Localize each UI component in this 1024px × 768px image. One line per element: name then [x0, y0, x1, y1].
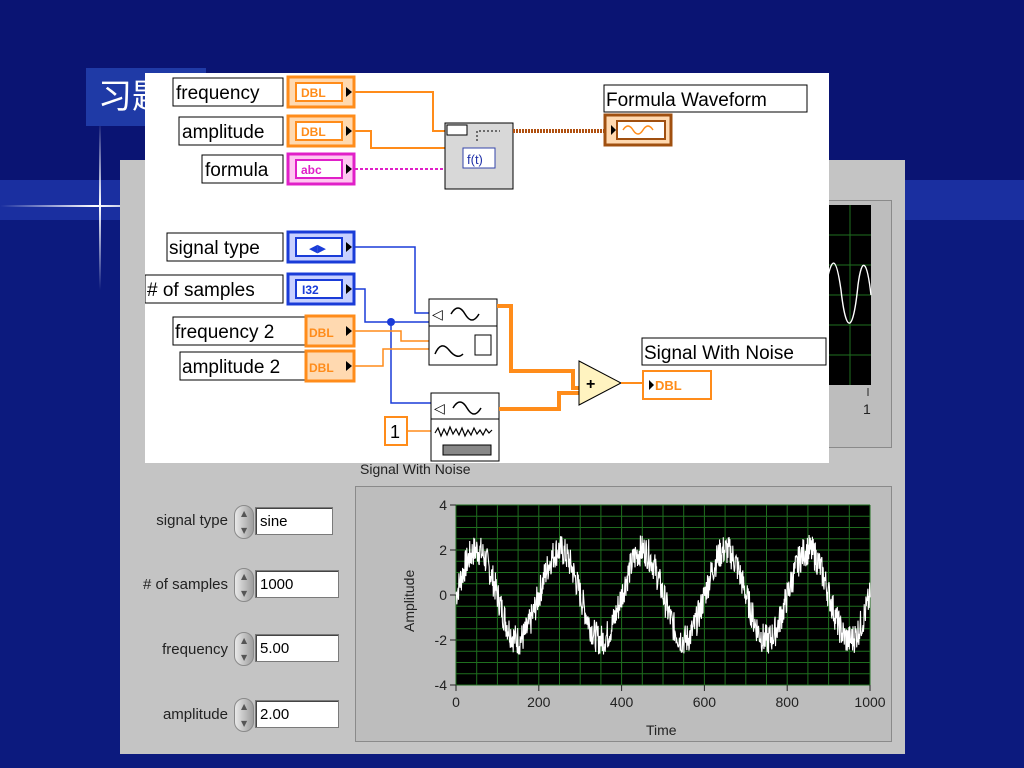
control-formula[interactable]: formula abc	[201, 152, 356, 186]
frequency-spinner[interactable]: ▲▼	[234, 632, 254, 666]
wire-amplitude	[355, 130, 445, 149]
wire-noise-out	[499, 391, 579, 411]
block-diagram: frequency DBL amplitude DBL formula abc	[145, 73, 829, 463]
svg-text:f(t): f(t)	[467, 152, 483, 167]
x-tick-label: 800	[776, 694, 800, 710]
fp-label-amplitude: amplitude	[162, 706, 228, 723]
block-diagram-canvas: frequency DBL amplitude DBL formula abc	[145, 75, 827, 462]
waveform-graph: 0 200 400 600 800 1000 4 2 0 -2 -4 Time Amplitude	[401, 497, 886, 738]
axis-ticks: 0 200 400 600 800 1000 4 2 0 -2 -4	[435, 497, 886, 710]
sine-waveform-vi[interactable]: ◁	[428, 298, 498, 366]
y-tick-label: -4	[435, 677, 448, 693]
wire-frequency-2	[355, 330, 429, 342]
control-amplitude-2[interactable]: amplitude 2 DBL	[179, 349, 356, 383]
indicator-signal-with-noise: Signal With Noise DBL	[641, 337, 827, 400]
svg-text:DBL: DBL	[301, 86, 326, 100]
wire-num-samples	[355, 288, 429, 323]
control-frequency-2[interactable]: frequency 2 DBL	[172, 314, 356, 348]
x-axis-label: Time	[646, 722, 677, 738]
amplitude-spinner[interactable]: ▲▼	[234, 698, 254, 732]
plot-grid	[455, 504, 871, 686]
svg-text:abc: abc	[301, 163, 322, 177]
amplitude-field[interactable]: 2.00	[255, 700, 339, 728]
partial-tick-label: 1	[863, 401, 871, 417]
svg-text:frequency 2: frequency 2	[175, 322, 274, 343]
fp-label-signal-type: signal type	[156, 512, 228, 529]
y-tick-label: 0	[439, 587, 447, 603]
num-samples-field[interactable]: 1000	[255, 570, 339, 598]
fp-label-num-samples: # of samples	[142, 576, 228, 593]
svg-text:◁: ◁	[434, 400, 445, 416]
y-tick-label: 4	[439, 497, 447, 513]
svg-text:DBL: DBL	[309, 326, 334, 340]
signal-type-field[interactable]: sine	[255, 507, 333, 535]
num-samples-spinner[interactable]: ▲▼	[234, 568, 254, 602]
svg-text:I32: I32	[302, 283, 319, 297]
x-tick-label: 1000	[854, 694, 885, 710]
signal-with-noise-trace	[455, 534, 871, 655]
x-tick-label: 200	[527, 694, 551, 710]
wire-frequency	[355, 91, 445, 132]
frequency-field[interactable]: 5.00	[255, 634, 339, 662]
x-tick-label: 400	[610, 694, 634, 710]
svg-text:DBL: DBL	[301, 125, 326, 139]
sparkle-decoration-vertical	[99, 120, 101, 290]
waveform-graph-frame: 0 200 400 600 800 1000 4 2 0 -2 -4 Time Amplitude	[355, 486, 892, 742]
control-amplitude[interactable]: amplitude DBL	[178, 114, 356, 148]
noise-vi[interactable]: ◁	[430, 392, 500, 462]
sparkle-decoration	[0, 205, 210, 207]
control-num-samples[interactable]: # of samples I32	[145, 272, 356, 306]
svg-text:frequency: frequency	[176, 83, 260, 104]
add-function[interactable]: +	[578, 360, 623, 406]
control-signal-type[interactable]: signal type ◀▶	[166, 230, 356, 264]
svg-text:◀▶: ◀▶	[309, 243, 326, 255]
svg-text:1: 1	[390, 422, 400, 442]
wire-signal-type	[355, 246, 429, 314]
y-tick-label: -2	[435, 632, 448, 648]
x-tick-label: 0	[452, 694, 460, 710]
wire-num-samples-branch	[390, 322, 431, 404]
indicator-formula-waveform: Formula Waveform	[603, 84, 808, 147]
svg-text:formula: formula	[205, 160, 269, 181]
x-tick-label: 600	[693, 694, 717, 710]
svg-text:amplitude 2: amplitude 2	[182, 357, 280, 378]
wire-amplitude-2	[355, 348, 429, 367]
partial-graph: 1	[825, 205, 872, 417]
svg-text:+: +	[586, 376, 595, 393]
svg-text:Signal With Noise: Signal With Noise	[644, 343, 794, 364]
signal-type-spinner[interactable]: ▲▼	[234, 505, 254, 539]
svg-text:DBL: DBL	[309, 361, 334, 375]
formula-waveform-vi[interactable]: f(t)	[444, 122, 514, 190]
wire-sine-out	[497, 304, 579, 390]
svg-text:amplitude: amplitude	[182, 122, 264, 143]
svg-text:◁: ◁	[432, 306, 443, 322]
svg-text:DBL: DBL	[655, 378, 682, 393]
control-frequency[interactable]: frequency DBL	[172, 75, 356, 109]
partial-waveform	[825, 262, 872, 324]
fp-label-frequency: frequency	[162, 641, 228, 658]
y-tick-label: 2	[439, 542, 447, 558]
y-axis-label: Amplitude	[401, 570, 417, 632]
constant-one[interactable]: 1	[384, 416, 408, 446]
svg-text:signal type: signal type	[169, 238, 260, 259]
svg-text:# of samples: # of samples	[147, 280, 255, 301]
svg-text:Formula Waveform: Formula Waveform	[606, 90, 767, 111]
graph-title: Signal With Noise	[360, 461, 471, 477]
